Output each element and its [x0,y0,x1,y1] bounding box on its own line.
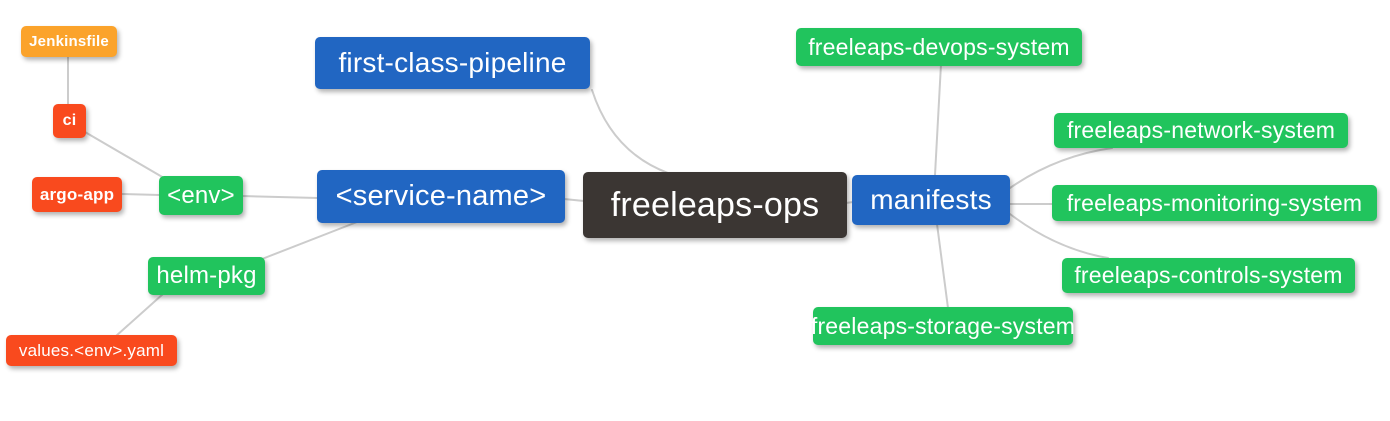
edge-first-class-pipeline--freeleaps-ops [591,89,669,174]
edge-manifests--freeleaps-devops-system [934,63,942,176]
node-label: freeleaps-controls-system [1074,262,1343,288]
node-freeleaps-ops: freeleaps-ops [583,172,847,238]
node-ci: ci [53,104,86,138]
node-argo-app: argo-app [32,177,122,212]
node-env: <env> [159,176,243,215]
edge-service-name--freeleaps-ops [563,198,585,202]
edge-env--service-name [241,195,319,199]
node-label: argo-app [39,185,115,204]
node-label: first-class-pipeline [338,47,567,78]
node-freeleaps-monitoring-system: freeleaps-monitoring-system [1052,185,1377,221]
node-freeleaps-storage-system: freeleaps-storage-system [810,307,1076,345]
node-label: freeleaps-network-system [1066,117,1336,143]
edge-manifests--freeleaps-storage-system [936,223,949,309]
node-label: <service-name> [335,180,547,212]
node-jenkinsfile: Jenkinsfile [21,26,117,57]
node-manifests: manifests [852,175,1010,225]
node-freeleaps-network-system: freeleaps-network-system [1054,113,1348,148]
node-label: freeleaps-storage-system [810,312,1076,339]
node-label: <env> [167,181,235,209]
node-label: helm-pkg [156,262,257,289]
node-freeleaps-controls-system: freeleaps-controls-system [1062,258,1355,293]
edge-manifests--freeleaps-controls-system [1009,213,1109,259]
edge-manifests--freeleaps-network-system [1009,147,1113,189]
node-label: ci [62,112,77,129]
edge-helm-pkg--values-env-yaml [115,293,164,337]
node-label: freeleaps-ops [610,186,820,224]
edge-ci--env [84,131,165,179]
node-label: Jenkinsfile [29,33,109,50]
node-values-env-yaml: values.<env>.yaml [6,335,177,366]
edge-freeleaps-ops--manifests [845,201,854,204]
node-label: freeleaps-monitoring-system [1066,189,1363,216]
node-service-name: <service-name> [317,170,565,223]
node-freeleaps-devops-system: freeleaps-devops-system [796,28,1082,66]
node-label: freeleaps-devops-system [808,33,1070,60]
node-helm-pkg: helm-pkg [148,257,265,295]
edge-service-name--helm-pkg [261,221,358,260]
node-first-class-pipeline: first-class-pipeline [315,37,590,89]
node-label: values.<env>.yaml [18,341,165,360]
node-label: manifests [870,184,992,215]
edge-argo-app--env [120,193,161,196]
